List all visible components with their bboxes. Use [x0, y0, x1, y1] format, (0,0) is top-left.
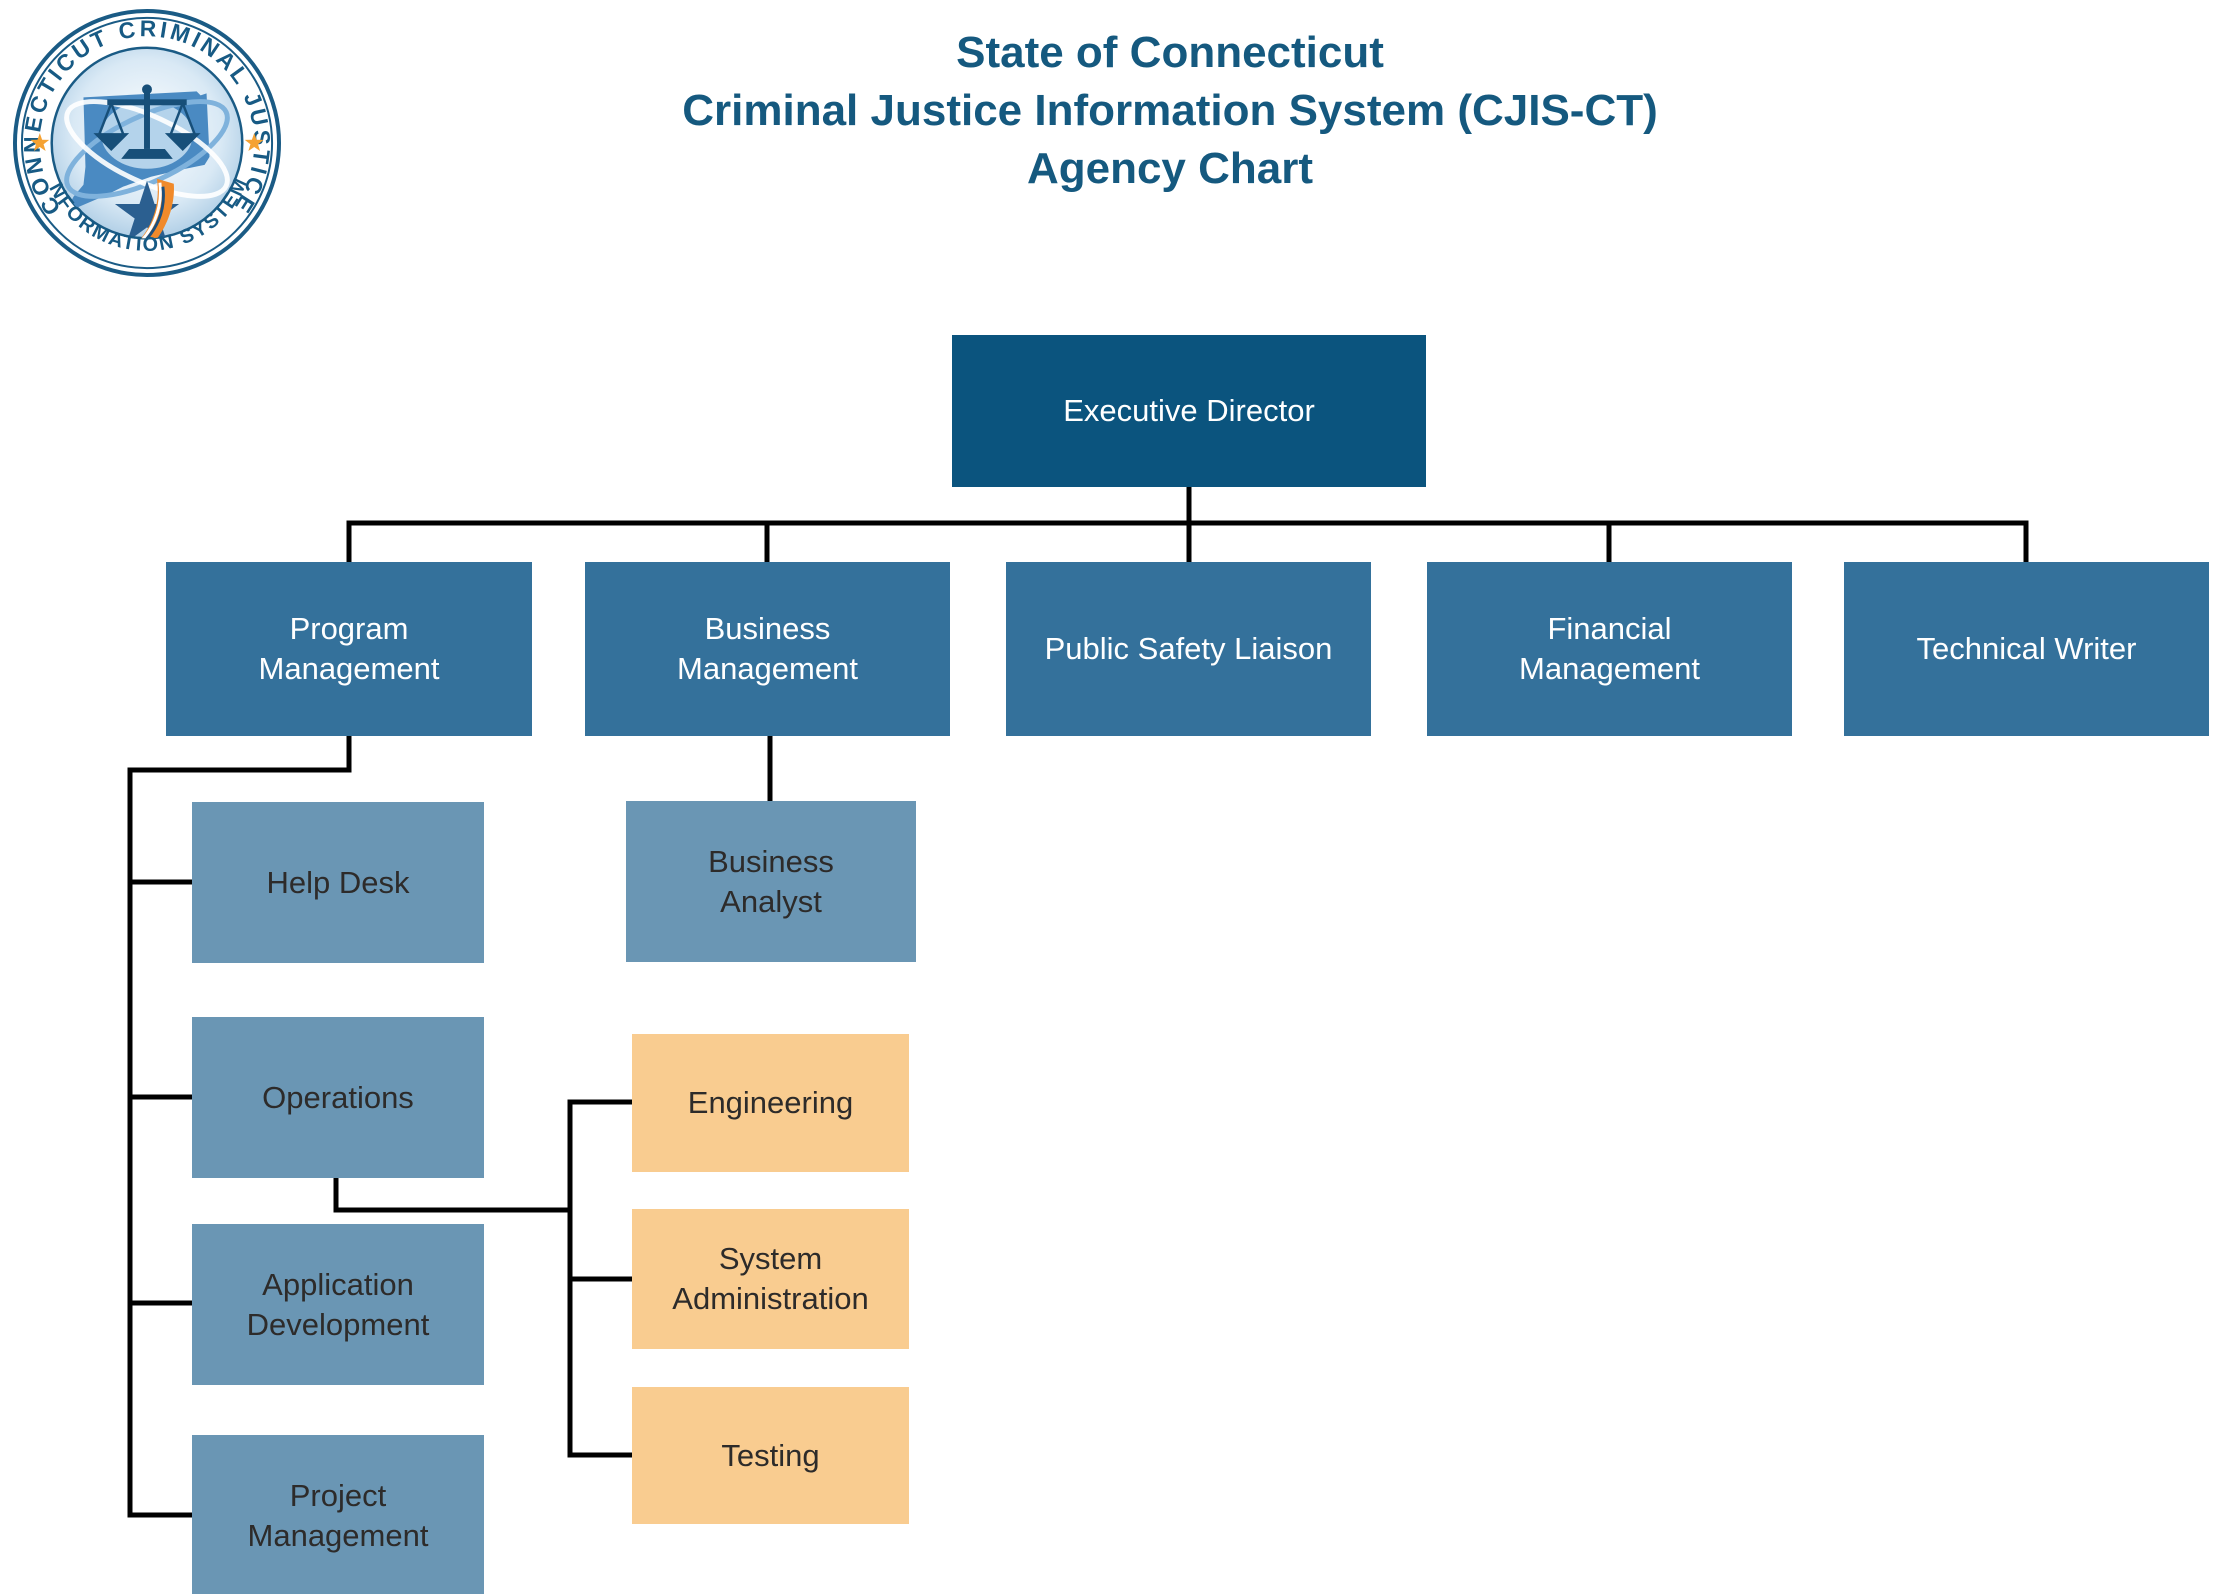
title-line-1: State of Connecticut [956, 28, 1384, 77]
accent-star-left-icon [30, 133, 50, 152]
org-node-label: Engineering [687, 1085, 854, 1120]
title-line-2: Criminal Justice Information System (CJI… [682, 86, 1658, 135]
org-node-operations: Operations [192, 1017, 484, 1178]
org-node-label: Testing [721, 1437, 820, 1473]
org-node-label: Management [1519, 651, 1700, 686]
accent-star-right-icon [244, 133, 264, 152]
cjis-seal-svg: CONNECTICUT CRIMINAL JUSTICE INFORMATION… [8, 0, 282, 278]
org-node-label: Development [246, 1306, 430, 1342]
orbit-ellipse-white [64, 99, 230, 199]
title-line-3: Agency Chart [1026, 144, 1314, 193]
star-swoosh-icon [114, 178, 180, 239]
org-node-label: Management [258, 651, 440, 686]
org-node-label: Administration [672, 1281, 869, 1316]
org-node-executive-director: Executive Director [952, 335, 1426, 487]
org-node-label: Program [289, 611, 409, 646]
org-node-label: Management [247, 1517, 429, 1553]
org-node-label: Financial [1547, 611, 1672, 646]
org-node-label: Application [262, 1266, 414, 1302]
cjis-seal-logo: CONNECTICUT CRIMINAL JUSTICE INFORMATION… [8, 0, 282, 278]
scales-of-justice-icon [93, 84, 201, 159]
org-node-label: Technical Writer [1916, 631, 2137, 666]
org-node-testing: Testing [632, 1387, 909, 1524]
org-node-label: Help Desk [266, 864, 410, 900]
orbit-ellipse-blue [64, 99, 230, 199]
org-node-label: Executive Director [1063, 393, 1315, 428]
seal-inner-border-ring [20, 16, 274, 270]
org-node-label: Project [289, 1477, 387, 1513]
org-node-label: Analyst [720, 883, 822, 919]
org-node-label: Management [677, 651, 858, 686]
org-node-engineering: Engineering [632, 1034, 909, 1172]
org-node-label: Public Safety Liaison [1044, 631, 1333, 666]
org-node-label: Business [704, 611, 831, 646]
org-node-technical-writer: Technical Writer [1844, 562, 2209, 736]
org-node-label: Operations [262, 1079, 414, 1115]
page-title: State of Connecticut Criminal Justice In… [520, 24, 1820, 198]
org-node-label: System [718, 1241, 823, 1276]
org-node-label: Business [708, 843, 834, 879]
org-node-public-safety-liaison: Public Safety Liaison [1006, 562, 1371, 736]
org-node-help-desk: Help Desk [192, 802, 484, 963]
